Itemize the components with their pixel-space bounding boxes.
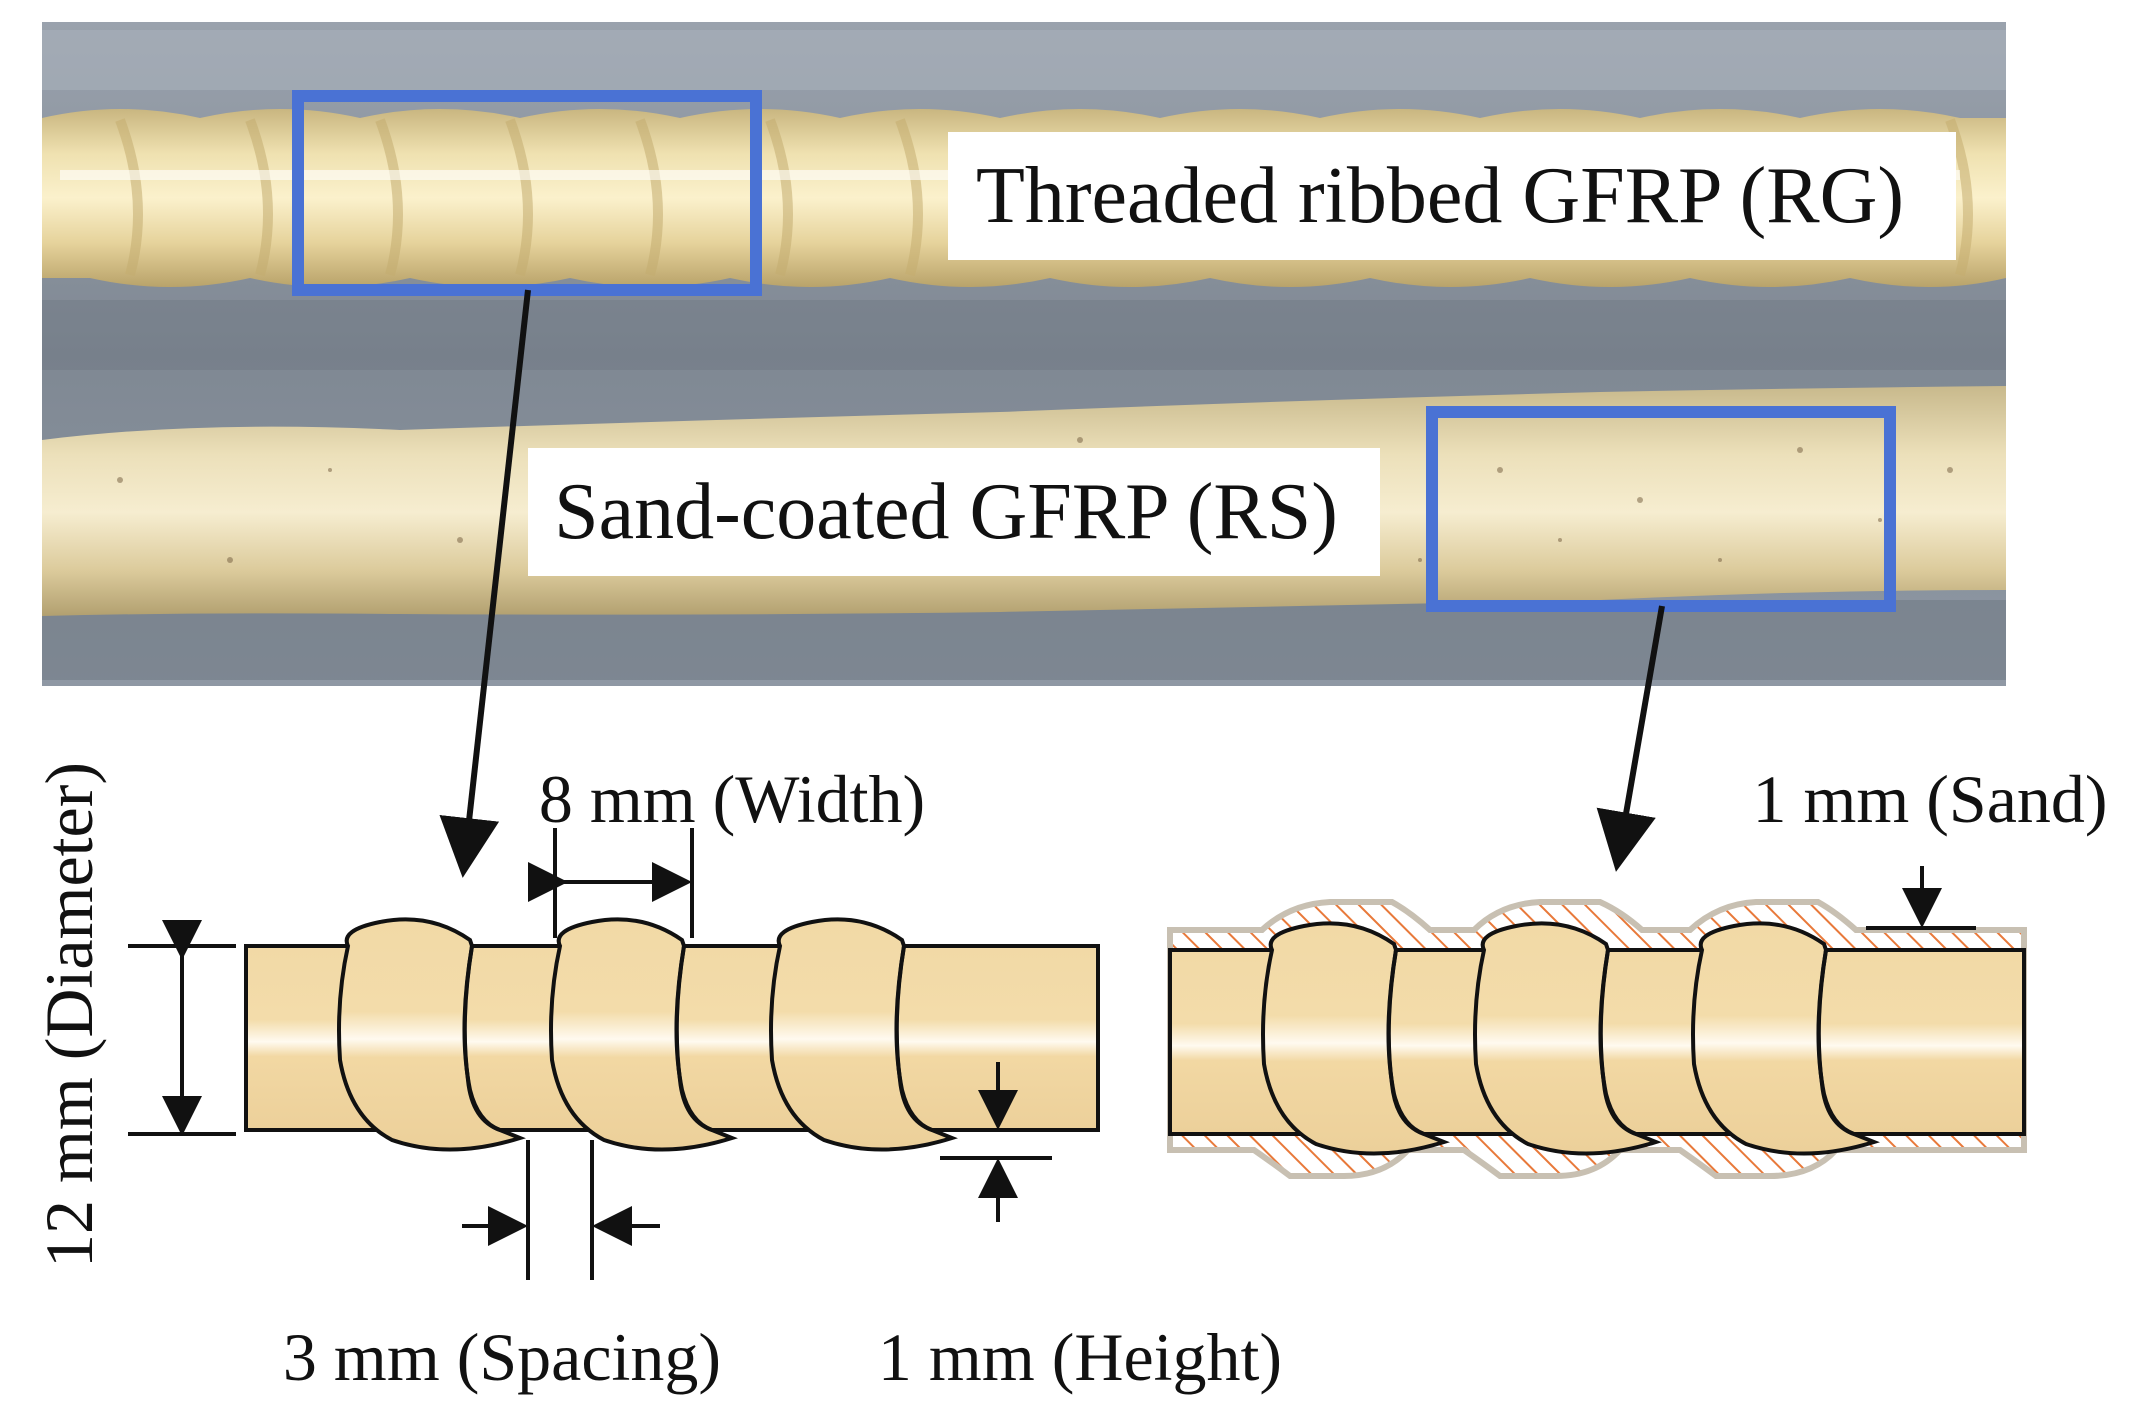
sand-coated-rebar-diagram: 1 mm (Sand) bbox=[1167, 761, 2108, 1179]
spacing-label: 3 mm (Spacing) bbox=[283, 1319, 721, 1395]
height-dimension bbox=[940, 1062, 1052, 1222]
sand-thickness-label: 1 mm (Sand) bbox=[1752, 761, 2107, 837]
sand-bar-ribs bbox=[1261, 921, 1880, 1156]
ribbed-label-box bbox=[948, 132, 1956, 260]
ribbed-pointer-arrow bbox=[439, 289, 531, 878]
sand-rebar-label: Sand-coated GFRP (RS) bbox=[554, 468, 1338, 556]
ribbed-rebar-label: Threaded ribbed GFRP (RG) bbox=[976, 152, 1904, 240]
sand-pointer-arrow bbox=[1596, 605, 1665, 872]
width-label: 8 mm (Width) bbox=[539, 761, 925, 837]
diameter-dimension bbox=[128, 920, 236, 1136]
ribbed-rebar-diagram: 8 mm (Width) 12 mm (Diameter) 3 mm (Spac… bbox=[31, 761, 1282, 1395]
height-label: 1 mm (Height) bbox=[878, 1319, 1282, 1395]
spacing-dimension bbox=[462, 1140, 660, 1280]
width-dimension bbox=[528, 828, 694, 938]
photo-panel: Threaded ribbed GFRP (RG) Sand-coated GF… bbox=[42, 22, 2006, 686]
sand-thickness-dimension bbox=[1866, 866, 1976, 930]
diameter-label: 12 mm (Diameter) bbox=[31, 762, 107, 1268]
ribbed-bar-ribs bbox=[337, 917, 958, 1152]
sand-label-box bbox=[528, 448, 1380, 576]
